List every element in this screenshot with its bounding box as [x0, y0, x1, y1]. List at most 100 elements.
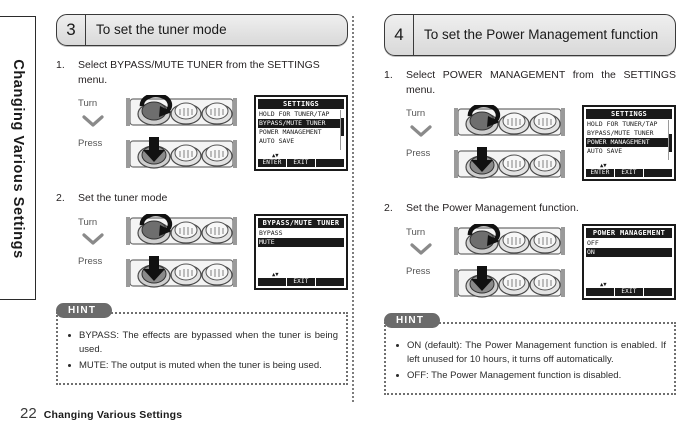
lcd-screen: POWER MANAGEMENT OFF ON ▲▼ EXIT	[582, 223, 676, 300]
page-footer: 22 Changing Various Settings	[20, 405, 182, 422]
step-illustration: Turn Press	[406, 103, 676, 189]
hint-label: HINT	[384, 312, 441, 328]
step-item: 1. Select BYPASS/MUTE TUNER from the SET…	[56, 58, 348, 179]
lcd-screen: SETTINGS HOLD FOR TUNER/TAP BYPASS/MUTE …	[582, 105, 676, 182]
hint-box: HINT ON (default): The Power Management …	[384, 312, 676, 396]
step-illustration: Turn Press	[78, 211, 348, 298]
knob-panel-press-illustration	[452, 147, 570, 186]
step-text: Set the tuner mode	[78, 192, 168, 205]
lcd-screen: BYPASS/MUTE TUNER BYPASS MUTE ▲▼ EXIT	[254, 213, 348, 290]
lcd-menu-item: AUTO SAVE	[587, 147, 623, 156]
lcd-updown-arrows: ▲▼	[600, 281, 607, 288]
step-item: 2. Set the Power Management function. Tu…	[384, 201, 676, 307]
lcd-softkey-row: ENTER EXIT	[258, 159, 344, 168]
lcd-softkey-enter[interactable]: ENTER	[586, 169, 614, 178]
lcd-softkey-row: EXIT	[258, 277, 344, 286]
lcd-menu-item-selected: BYPASS/MUTE TUNER	[258, 119, 344, 129]
lcd-softkey-row: EXIT	[586, 287, 672, 296]
hint-bullet: BYPASS: The effects are bypassed when th…	[66, 329, 338, 358]
section-number: 3	[57, 15, 86, 45]
lcd-scrollbar[interactable]	[668, 120, 672, 161]
lcd-menu-item: BYPASS/MUTE TUNER	[587, 129, 654, 138]
knob-panel-turn-illustration	[452, 221, 570, 263]
turn-label: Turn	[406, 226, 426, 238]
turn-label: Turn	[78, 98, 98, 110]
lcd-updown-arrows: ▲▼	[600, 163, 607, 170]
lcd-softkey-blank[interactable]	[644, 169, 672, 178]
knob-panel-press-illustration	[452, 265, 570, 305]
lcd-updown-arrows: ▲▼	[272, 153, 279, 160]
lcd-softkey-exit[interactable]: EXIT	[615, 169, 643, 178]
chapter-side-tab: Changing Various Settings	[0, 16, 36, 300]
section-number: 4	[385, 15, 414, 55]
lcd-softkey-exit[interactable]: EXIT	[287, 277, 315, 286]
step-item: 2. Set the tuner mode Turn Press	[56, 191, 348, 297]
step-text: Select POWER MANAGEMENT from the SETTING…	[406, 69, 676, 97]
chevron-down-icon	[82, 115, 124, 133]
step-number: 2.	[56, 192, 65, 205]
page-number: 22	[20, 405, 37, 422]
step-number: 1.	[56, 59, 65, 71]
section-title: To set the tuner mode	[96, 22, 227, 38]
step-illustration: Turn Press	[406, 221, 676, 308]
step-number: 2.	[384, 202, 393, 215]
lcd-softkey-blank[interactable]	[586, 287, 614, 296]
step-item: 1. Select POWER MANAGEMENT from the SETT…	[384, 68, 676, 189]
section-header-4: 4 To set the Power Management function	[384, 14, 676, 56]
lcd-scrollbar[interactable]	[340, 110, 344, 151]
lcd-title: BYPASS/MUTE TUNER	[258, 217, 344, 228]
lcd-softkey-blank[interactable]	[316, 277, 344, 286]
lcd-title: POWER MANAGEMENT	[586, 227, 672, 238]
footer-chapter-title: Changing Various Settings	[43, 409, 183, 421]
hint-bullet: OFF: The Power Management function is di…	[394, 369, 666, 383]
lcd-menu-item: HOLD FOR TUNER/TAP	[259, 110, 330, 119]
knob-panel-press-illustration	[124, 137, 242, 176]
lcd-softkey-row: ENTER EXIT	[586, 169, 672, 178]
step-text: Select BYPASS/MUTE TUNER from the SETTIN…	[78, 59, 320, 87]
lcd-softkey-blank[interactable]	[316, 159, 344, 168]
lcd-menu-item: AUTO SAVE	[259, 137, 295, 146]
chevron-down-icon	[82, 233, 124, 251]
lcd-menu-item: HOLD FOR TUNER/TAP	[587, 120, 658, 129]
press-label: Press	[78, 256, 103, 268]
lcd-screen: SETTINGS HOLD FOR TUNER/TAP BYPASS/MUTE …	[254, 95, 348, 172]
press-label: Press	[406, 266, 431, 278]
lcd-softkey-exit[interactable]: EXIT	[615, 287, 643, 296]
lcd-softkey-exit[interactable]: EXIT	[287, 159, 315, 168]
section-title: To set the Power Management function	[424, 27, 659, 43]
lcd-softkey-blank[interactable]	[644, 287, 672, 296]
turn-label: Turn	[78, 216, 98, 228]
step-illustration: Turn Press	[78, 93, 348, 179]
turn-label: Turn	[406, 108, 426, 120]
hint-box: HINT BYPASS: The effects are bypassed wh…	[56, 302, 348, 386]
knob-panel-turn-illustration	[124, 211, 242, 253]
procedure-panel-tuner-mode: 3 To set the tuner mode 1. Select BYPASS…	[56, 14, 348, 386]
hint-bullet: MUTE: The output is muted when the tuner…	[66, 359, 338, 373]
press-label: Press	[78, 137, 103, 149]
lcd-menu-item-selected: ON	[586, 247, 672, 257]
press-label: Press	[406, 147, 431, 159]
step-number: 1.	[384, 69, 393, 81]
lcd-menu-item-selected: POWER MANAGEMENT	[586, 138, 672, 148]
panel-divider	[352, 16, 354, 402]
step-text: Set the Power Management function.	[406, 202, 579, 215]
lcd-title: SETTINGS	[586, 109, 672, 120]
lcd-softkey-blank[interactable]	[258, 277, 286, 286]
chevron-down-icon	[410, 243, 452, 261]
lcd-updown-arrows: ▲▼	[272, 271, 279, 278]
section-header-3: 3 To set the tuner mode	[56, 14, 348, 46]
knob-panel-press-illustration	[124, 255, 242, 295]
lcd-title: SETTINGS	[258, 99, 344, 110]
chevron-down-icon	[410, 125, 452, 143]
knob-panel-turn-illustration	[124, 93, 242, 134]
lcd-softkey-enter[interactable]: ENTER	[258, 159, 286, 168]
lcd-menu-item: BYPASS	[259, 228, 283, 237]
lcd-menu-item-selected: MUTE	[258, 237, 344, 247]
hint-bullet: ON (default): The Power Management funct…	[394, 339, 666, 368]
procedure-panel-power-management: 4 To set the Power Management function 1…	[384, 14, 676, 396]
chapter-side-tab-label: Changing Various Settings	[10, 59, 26, 259]
lcd-menu-item: POWER MANAGEMENT	[259, 128, 322, 137]
lcd-menu-item: OFF	[587, 238, 599, 247]
knob-panel-turn-illustration	[452, 103, 570, 144]
hint-label: HINT	[56, 302, 113, 318]
